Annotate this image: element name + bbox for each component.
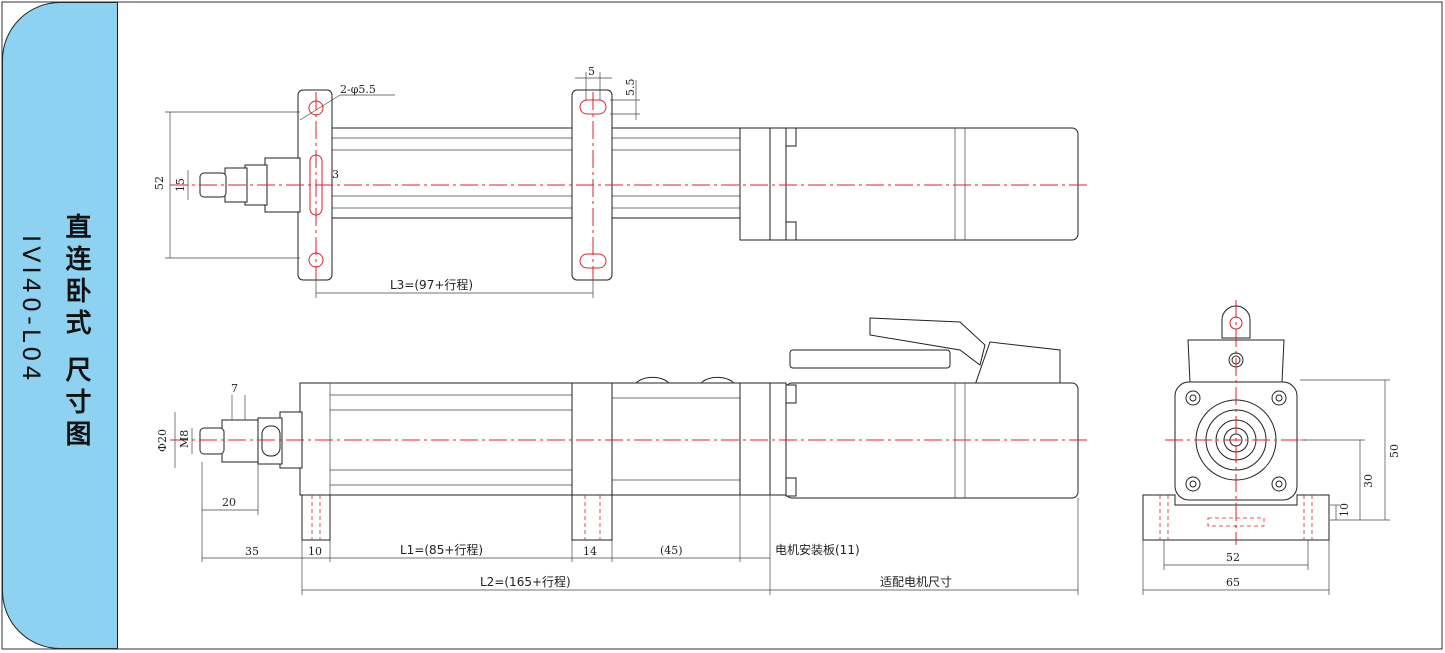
dim-hole-label: 2-φ5.5 — [340, 83, 376, 96]
dim-end-65: 65 — [1226, 576, 1240, 589]
dim-rod-20: 20 — [222, 496, 236, 509]
dim-height-52: 52 — [153, 176, 166, 190]
dim-motor-size: 适配电机尺寸 — [880, 575, 952, 589]
dim-slot-5-5: 5.5 — [624, 79, 637, 97]
dim-offset-3: 3 — [332, 168, 339, 181]
dim-L3: L3=(97+行程) — [390, 277, 473, 292]
top-view: L3=(97+行程) 52 15 3 2-φ5.5 5 5.5 — [153, 65, 1090, 298]
dim-end-52: 52 — [1226, 551, 1240, 564]
title-sidebar: 直连卧式 尺寸图 IVI40-L04 — [2, 2, 118, 649]
dim-nut-7: 7 — [231, 382, 238, 395]
dim-end-50: 50 — [1388, 444, 1401, 458]
dim-end-30: 30 — [1362, 474, 1375, 488]
model-number: IVI40-L04 — [17, 235, 45, 385]
dim-thread: M8 — [178, 430, 191, 448]
drawing-title: 直连卧式 尺寸图 — [61, 213, 91, 453]
dim-L2: L2=(165+行程) — [480, 574, 571, 589]
end-view: 52 65 50 30 10 — [1142, 300, 1401, 595]
dim-slot-5: 5 — [588, 65, 595, 78]
dim-10: 10 — [308, 545, 322, 558]
dim-14: 14 — [583, 545, 597, 558]
side-view: Φ20 M8 7 20 35 10 L1=(85+行程) 14 (45) — [156, 317, 1090, 595]
dim-motor-plate: 电机安装板(11) — [775, 542, 860, 557]
dim-L1: L1=(85+行程) — [400, 542, 483, 557]
dim-35: 35 — [245, 545, 259, 558]
dim-rod-15: 15 — [174, 178, 187, 192]
dim-rod-dia: Φ20 — [156, 429, 169, 452]
dim-45: (45) — [660, 544, 683, 557]
dim-end-10: 10 — [1338, 503, 1351, 517]
